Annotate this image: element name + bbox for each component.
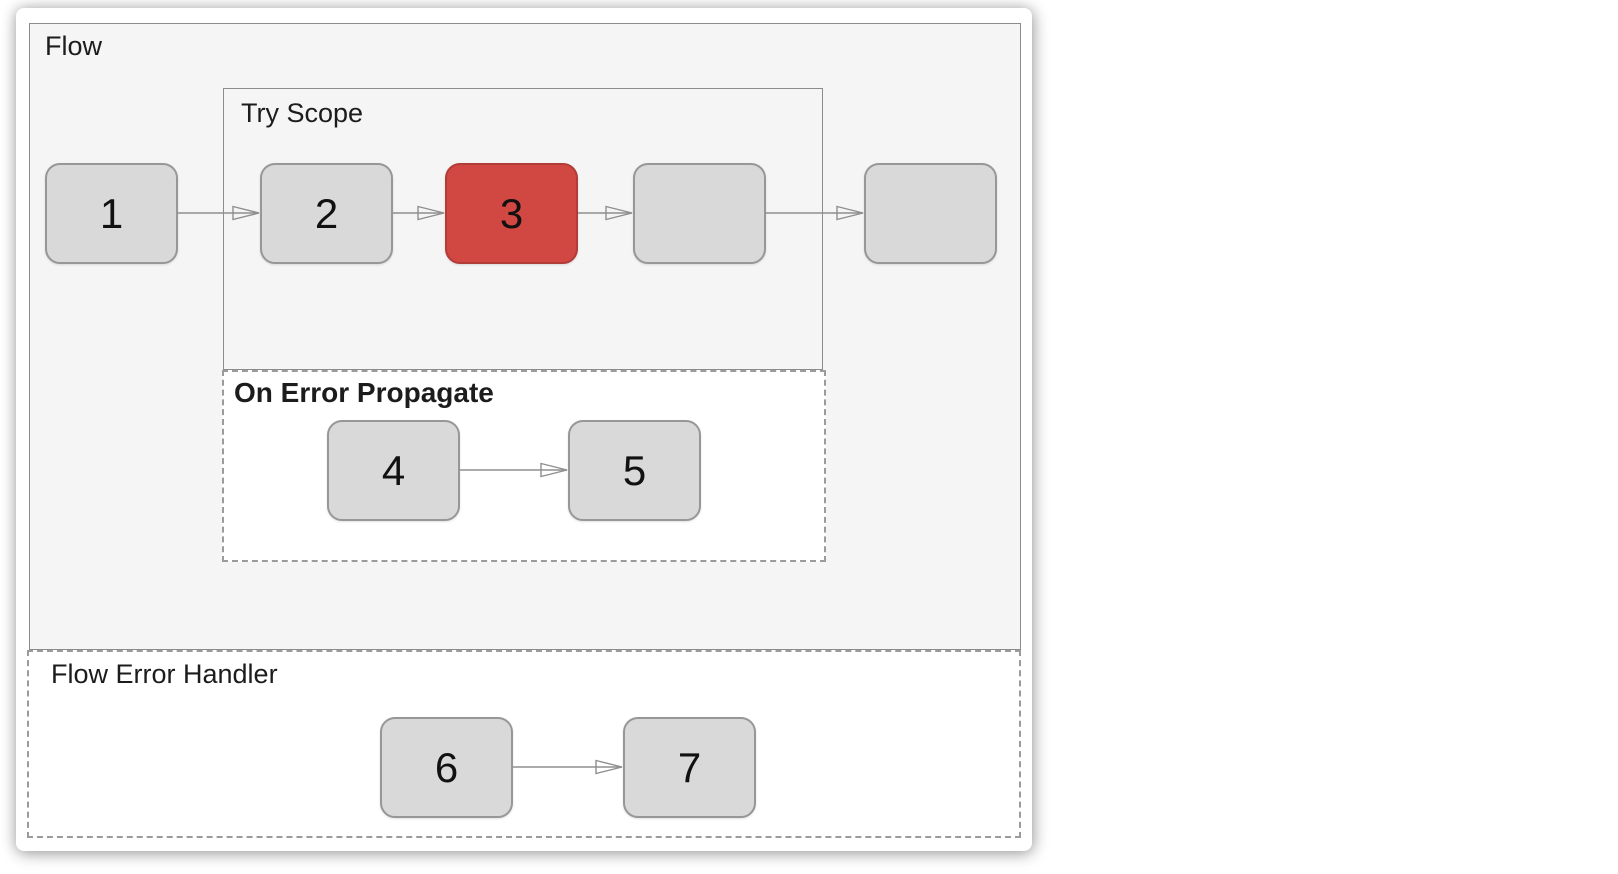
try-scope-container: Try Scope [223,88,823,370]
arrow-4-to-5 [460,462,568,478]
step-node-1-label: 1 [99,189,124,237]
step-node-2: 2 [260,163,393,264]
step-node-3-error: 3 [445,163,578,264]
arrow-6-to-7 [513,759,623,775]
flow-diagram-image: Flow Try Scope On Error Propagate Flow E… [16,8,1032,851]
step-node-7: 7 [623,717,756,818]
flow-error-handler-label: Flow Error Handler [51,659,278,689]
on-error-propagate-container: On Error Propagate [222,370,826,562]
step-node-unlabeled-try [633,163,766,264]
on-error-propagate-label: On Error Propagate [234,377,494,408]
step-node-unlabeled-flow [864,163,997,264]
flow-label: Flow [45,31,103,61]
step-node-4: 4 [327,420,460,521]
step-node-7-label: 7 [677,743,702,791]
step-node-4-label: 4 [381,446,406,494]
try-scope-label: Try Scope [241,98,364,128]
step-node-2-label: 2 [314,189,339,237]
flow-error-handler-container: Flow Error Handler [27,650,1021,838]
step-node-3-label: 3 [499,189,524,237]
arrow-3-to-next [578,205,633,221]
step-node-1: 1 [45,163,178,264]
arrow-1-to-2 [178,205,260,221]
step-node-6-label: 6 [434,743,459,791]
step-node-5: 5 [568,420,701,521]
step-node-5-label: 5 [622,446,647,494]
step-node-6: 6 [380,717,513,818]
arrow-2-to-3 [393,205,445,221]
flow-container: Flow Try Scope On Error Propagate [29,23,1021,650]
arrow-try-to-flow [765,205,864,221]
